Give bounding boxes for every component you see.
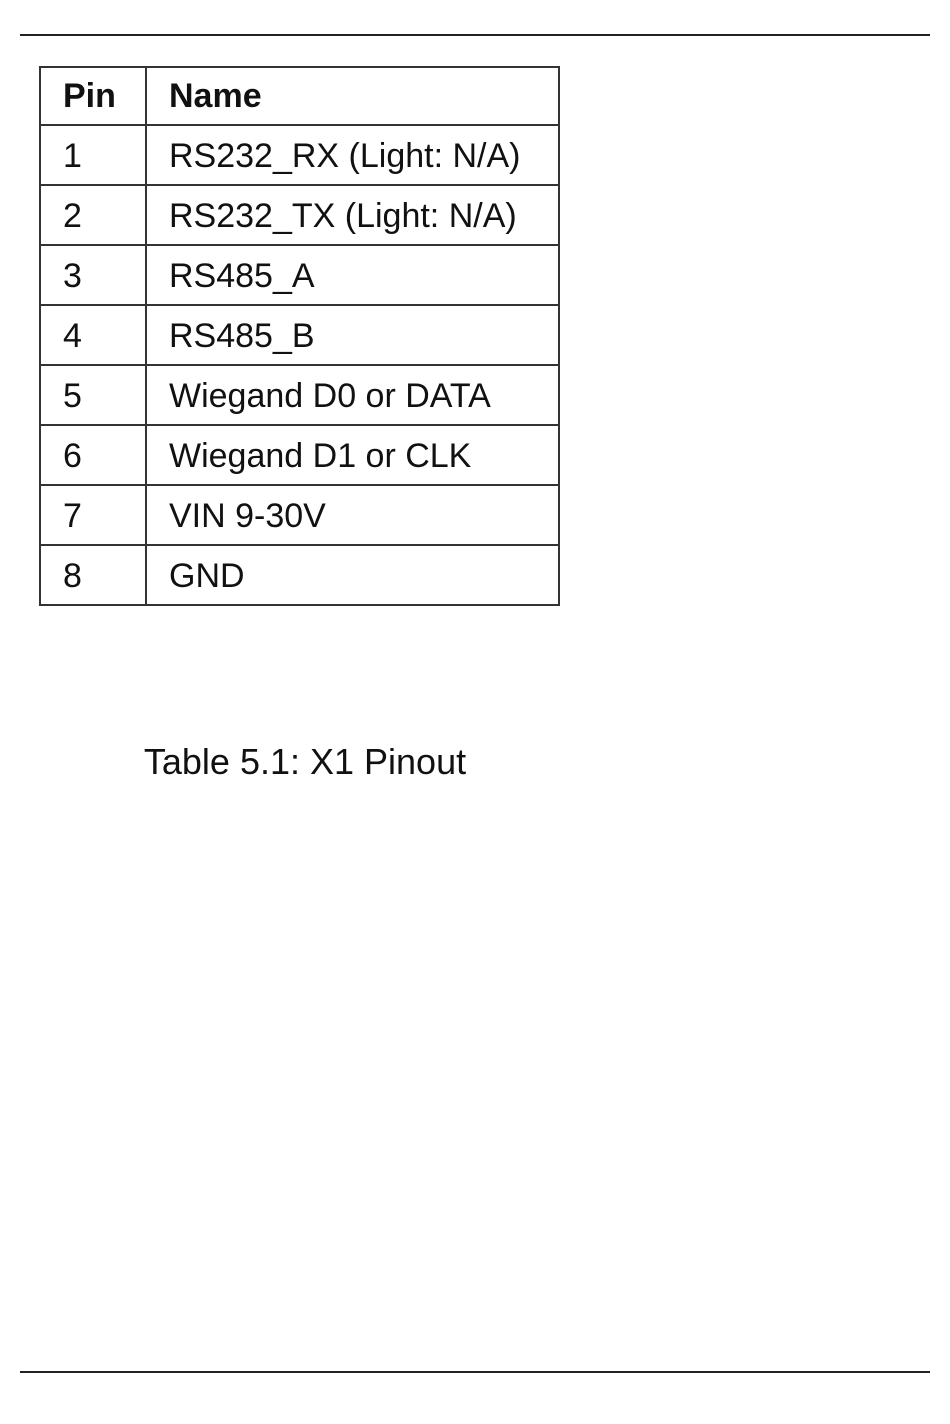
pin-name: RS232_RX (Light: N/A) xyxy=(146,125,559,185)
table-row: 2 RS232_TX (Light: N/A) xyxy=(40,185,559,245)
table-caption: Table 5.1: X1 Pinout xyxy=(0,738,610,786)
table-row: 7 VIN 9-30V xyxy=(40,485,559,545)
pin-number: 4 xyxy=(40,305,146,365)
pin-number: 6 xyxy=(40,425,146,485)
pin-number: 5 xyxy=(40,365,146,425)
header-pin: Pin xyxy=(40,67,146,125)
pinout-table: Pin Name 1 RS232_RX (Light: N/A) 2 RS232… xyxy=(39,66,560,606)
pin-number: 3 xyxy=(40,245,146,305)
pin-name: RS485_A xyxy=(146,245,559,305)
pin-name: RS485_B xyxy=(146,305,559,365)
table-row: 4 RS485_B xyxy=(40,305,559,365)
top-rule xyxy=(20,34,930,36)
pin-number: 7 xyxy=(40,485,146,545)
pin-name: Wiegand D0 or DATA xyxy=(146,365,559,425)
bottom-rule xyxy=(20,1371,930,1373)
table-row: 5 Wiegand D0 or DATA xyxy=(40,365,559,425)
header-name: Name xyxy=(146,67,559,125)
table-header-row: Pin Name xyxy=(40,67,559,125)
pin-number: 2 xyxy=(40,185,146,245)
pin-name: RS232_TX (Light: N/A) xyxy=(146,185,559,245)
pin-name: GND xyxy=(146,545,559,605)
pin-number: 1 xyxy=(40,125,146,185)
table-row: 8 GND xyxy=(40,545,559,605)
table-row: 3 RS485_A xyxy=(40,245,559,305)
pin-name: VIN 9-30V xyxy=(146,485,559,545)
table-row: 6 Wiegand D1 or CLK xyxy=(40,425,559,485)
pin-number: 8 xyxy=(40,545,146,605)
table-row: 1 RS232_RX (Light: N/A) xyxy=(40,125,559,185)
pin-name: Wiegand D1 or CLK xyxy=(146,425,559,485)
